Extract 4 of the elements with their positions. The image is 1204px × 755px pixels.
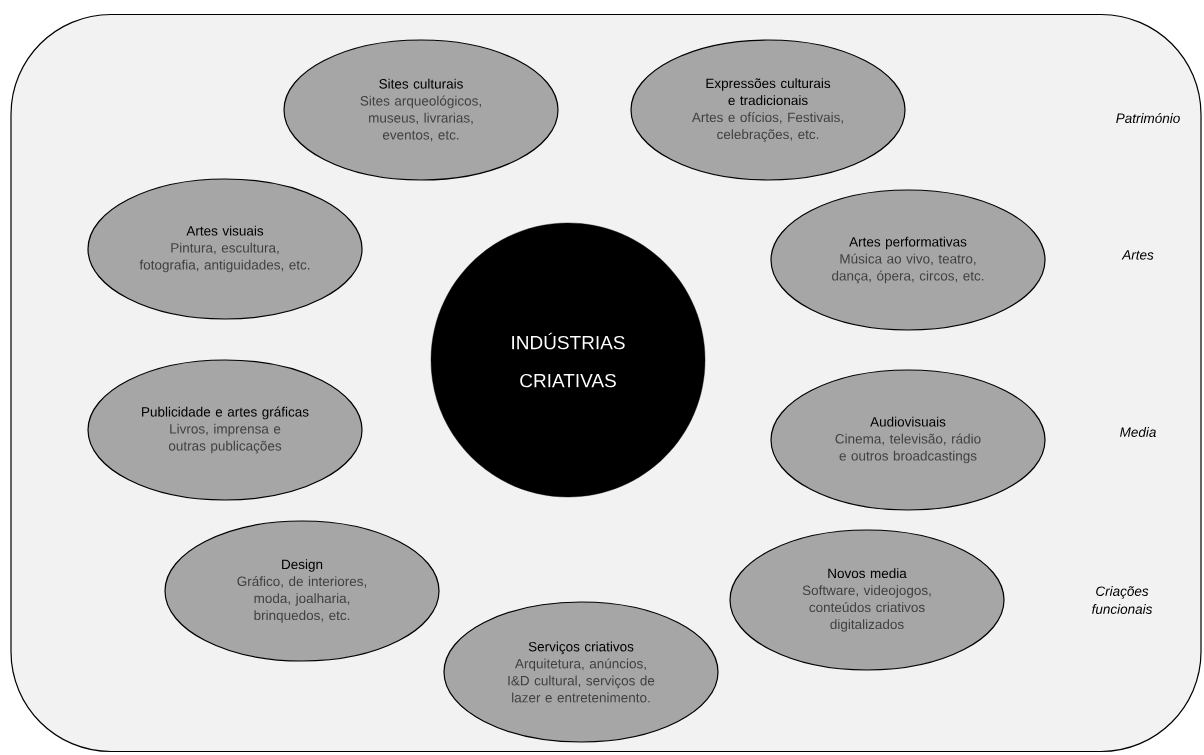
- group-label: Património: [1116, 112, 1180, 124]
- group-label: Artes: [1121, 250, 1154, 260]
- group-label: Criações funcionais: [1092, 586, 1153, 614]
- group-label: Media: [1120, 427, 1156, 437]
